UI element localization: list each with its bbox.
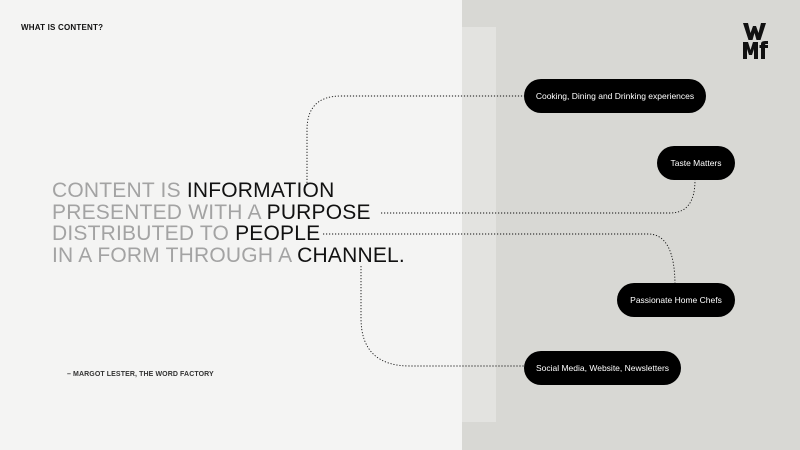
quote-line: CONTENT IS INFORMATION: [52, 180, 405, 202]
quote-keyword-people: PEOPLE: [235, 222, 321, 245]
quote-muted-text: IN A FORM THROUGH A: [52, 243, 298, 267]
quote-muted-text: DISTRIBUTED TO: [52, 222, 236, 245]
quote-muted-text: CONTENT IS: [52, 179, 187, 202]
quote: CONTENT IS INFORMATION PRESENTED WITH A …: [52, 180, 405, 266]
pill-information: Cooking, Dining and Drinking experiences: [524, 79, 706, 113]
connector-purpose: [381, 179, 696, 214]
pill-channel: Social Media, Website, Newsletters: [524, 351, 681, 385]
quote-keyword-channel: CHANNEL.: [297, 243, 405, 267]
page-title: WHAT IS CONTENT?: [21, 23, 104, 32]
quote-line: IN A FORM THROUGH A CHANNEL.: [52, 243, 405, 267]
panel-strip: [462, 27, 496, 422]
left-panel: [0, 0, 462, 450]
connector-channel: [360, 266, 524, 367]
quote-line: DISTRIBUTED TO PEOPLE: [52, 223, 405, 245]
wmf-logo-icon: [743, 23, 768, 59]
quote-attribution: – MARGOT LESTER, THE WORD FACTORY: [67, 371, 214, 378]
pill-purpose: Taste Matters: [657, 146, 735, 180]
quote-line: PRESENTED WITH A PURPOSE: [52, 200, 405, 224]
pill-people: Passionate Home Chefs: [617, 283, 735, 317]
quote-keyword-information: INFORMATION: [186, 179, 335, 202]
quote-muted-text: PRESENTED WITH A: [52, 200, 267, 224]
quote-keyword-purpose: PURPOSE: [266, 200, 371, 224]
connector-people: [323, 233, 676, 287]
connector-information: [306, 95, 524, 183]
